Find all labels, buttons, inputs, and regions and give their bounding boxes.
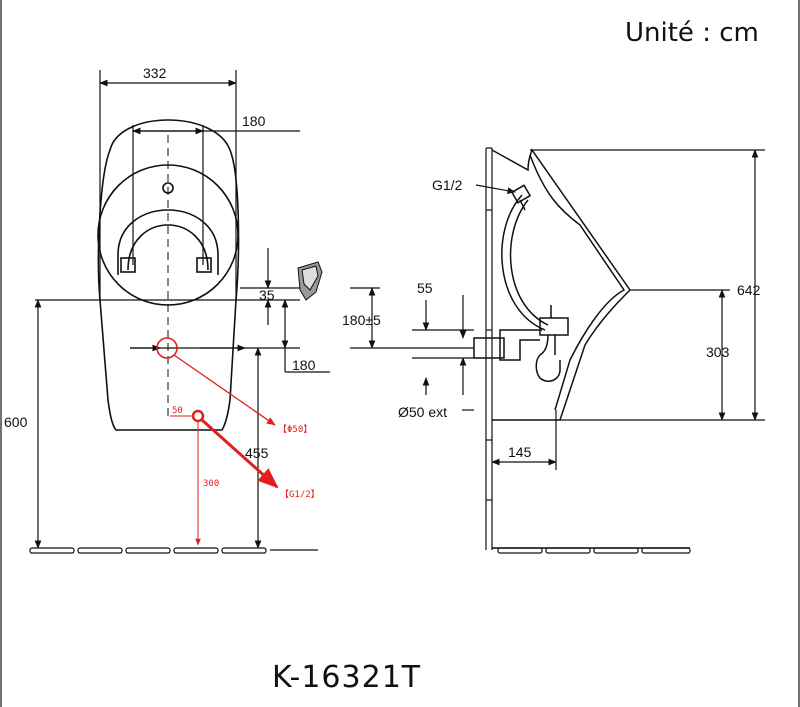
inlet-callout: 【G1/2】 <box>280 489 320 500</box>
drain-callout: 【Φ50】 <box>278 424 312 435</box>
inner-arch <box>117 209 219 275</box>
urinal-bowl-curve <box>501 194 546 331</box>
trap-pipe <box>539 317 569 336</box>
side-dimensions <box>350 149 765 470</box>
inlet-highlight-dot <box>191 409 205 423</box>
inlet-fitting <box>510 184 532 204</box>
bracket-right <box>196 257 212 273</box>
unit-label: Unité : cm <box>625 18 759 48</box>
drain-ext-label: Ø50 ext <box>398 404 447 420</box>
urinal-side-profile <box>491 148 631 421</box>
urinal-side-inner <box>529 154 626 411</box>
dim-180-top-label: 180 <box>242 113 266 129</box>
wall <box>485 148 493 550</box>
dim-455-label: 455 <box>245 445 269 461</box>
thread-label: G1/2 <box>432 177 463 193</box>
height-642-label: 642 <box>737 282 761 298</box>
flush-valve-icon <box>297 261 323 301</box>
valve-height-label: 180±5 <box>342 312 381 328</box>
bracket-left <box>120 257 136 273</box>
dim-332-label: 332 <box>143 65 167 81</box>
dim-180-lower-label: 180 <box>292 357 316 373</box>
drain-highlight-circle <box>156 337 178 359</box>
dim-35-label: 35 <box>259 287 275 303</box>
dim-600-label: 600 <box>4 414 28 430</box>
urinal-bowl-curve-2 <box>509 199 549 326</box>
inner-arch-2 <box>127 224 209 271</box>
side-floor <box>497 547 691 554</box>
urinal-body-outline <box>97 119 240 431</box>
side-view <box>473 147 690 550</box>
model-number: K-16321T <box>272 660 422 695</box>
dim-50-label: 50 <box>172 406 183 416</box>
front-floor <box>29 547 318 554</box>
rim-303-label: 303 <box>706 344 730 360</box>
front-view <box>35 119 300 431</box>
depth-label: 145 <box>508 444 532 460</box>
dim-300-label: 300 <box>203 479 219 489</box>
red-annotations <box>156 337 279 546</box>
front-dimensions <box>34 70 330 549</box>
pipe-gap-label: 55 <box>417 280 433 296</box>
